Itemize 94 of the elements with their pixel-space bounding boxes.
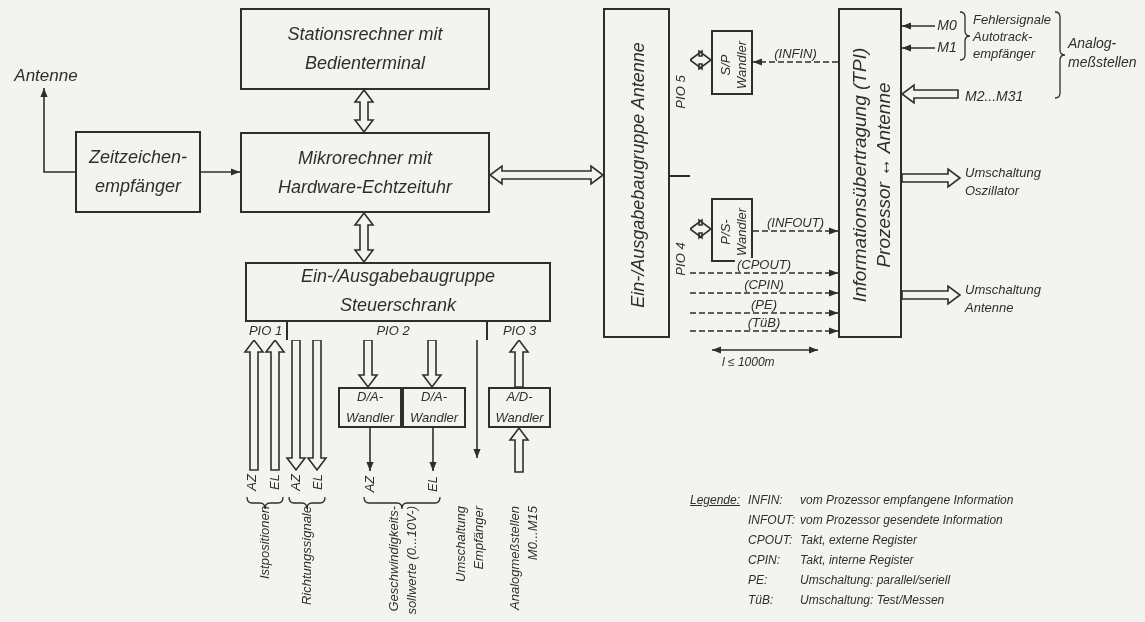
- signal-label: AZ: [361, 475, 378, 493]
- legend-text: Legende:: [690, 492, 742, 509]
- block-box: [711, 30, 753, 95]
- signal-arrow: [689, 327, 839, 335]
- signal-label: Umschaltung Antenne: [965, 281, 1042, 317]
- block-label: PIO 3: [502, 321, 537, 340]
- block-label: PIO 5: [672, 73, 689, 111]
- signal-arrow: [901, 22, 936, 30]
- signal-label: EL: [424, 475, 441, 493]
- bus-arrow: [421, 339, 443, 389]
- signal-label: M1: [937, 37, 957, 57]
- bus-arrow: [900, 83, 959, 105]
- signal-label: EL: [309, 474, 327, 492]
- block-label: Prozessor ↔ Antenne: [872, 81, 895, 270]
- signal-arrow: [429, 427, 437, 472]
- signal-arrow: [752, 58, 839, 66]
- bus-arrow: [508, 338, 530, 388]
- block-label: Ein-/Ausgabebaugruppe Antenne: [626, 41, 649, 310]
- bus-arrow: [285, 339, 307, 472]
- block-label: Zeitzeichen- empfänger: [87, 146, 188, 198]
- bus-arrow: [901, 167, 962, 189]
- signal-label: Umschaltung Oszillator: [965, 164, 1042, 200]
- legend-text: Umschaltung: Test/Messen: [800, 592, 946, 609]
- edge-label: (CPIN): [742, 278, 786, 291]
- bus-arrow: [488, 164, 605, 186]
- signal-label: Analogmeßstellen M0...M15: [506, 506, 541, 610]
- legend-text: Umschaltung: parallel/seriell: [800, 572, 952, 589]
- bus-arrow: [353, 211, 375, 264]
- block-box: [245, 262, 551, 340]
- block-box: [488, 387, 551, 428]
- block-label: PIO 2: [376, 321, 410, 340]
- legend-text: Takt, interne Register: [800, 552, 915, 569]
- signal-label: Richtungssignale: [298, 506, 316, 607]
- signal-arrow: [689, 269, 839, 277]
- signal-label: Antenne: [14, 65, 78, 88]
- block-label: P/S- Wandler: [717, 206, 750, 258]
- legend-text: INFOUT:: [748, 512, 797, 529]
- edge-label: (CPOUT): [734, 258, 794, 271]
- block-label: PIO 1: [248, 321, 283, 340]
- block-box: [603, 8, 690, 338]
- signal-label: M0: [937, 15, 957, 35]
- signal-label: Istpositionen: [256, 506, 274, 581]
- bus-arrow: [243, 338, 265, 471]
- signal-label: Fehlersignale Autotrack- empfänger: [973, 11, 1053, 62]
- signal-label: Geschwindigkeits- sollwerte (0...10V-): [385, 506, 420, 617]
- block-label: PIO 4: [672, 240, 689, 278]
- signal-label: l ≤ 1000m: [722, 354, 776, 371]
- bus-arrow: [264, 338, 286, 471]
- signal-arrow: [366, 427, 374, 472]
- legend-text: CPOUT:: [748, 532, 794, 549]
- block-label: D/A- Wandler: [344, 387, 396, 427]
- signal-arrow: [200, 168, 241, 176]
- block-box: [288, 320, 488, 340]
- block-box: [240, 8, 490, 90]
- signal-arrow: [901, 44, 936, 52]
- block-box: [338, 387, 402, 428]
- edge-label: (INFOUT): [765, 216, 826, 229]
- edge-label: (PE): [749, 298, 779, 311]
- signal-label: M2...M31: [965, 87, 1025, 106]
- block-label: Mikrorechner mit Hardware-Echtzeituhr: [276, 146, 454, 199]
- block-label: Stationsrechner mit Bedienterminal: [286, 23, 444, 75]
- bus-arrow: [508, 426, 530, 473]
- signal-label: AZ: [243, 474, 261, 494]
- signal-arrow: [473, 339, 481, 459]
- block-box: [711, 198, 753, 262]
- legend-text: TüB:: [748, 592, 775, 609]
- signal-arrow: [689, 309, 839, 317]
- block-label: Informationsübertragung (TPI): [848, 46, 872, 305]
- block-label: D/A- Wandler: [408, 387, 460, 427]
- block-label: A/D- Wandler: [494, 387, 545, 427]
- bus-arrow: [901, 284, 962, 306]
- block-box: [402, 387, 466, 428]
- legend-text: vom Prozessor empfangene Information: [800, 492, 1015, 509]
- block-box: [75, 131, 201, 213]
- legend-text: Takt, externe Register: [800, 532, 919, 549]
- legend-text: INFIN:: [748, 492, 784, 509]
- bus-arrow: [306, 339, 328, 472]
- edge-label: (INFIN): [772, 47, 819, 60]
- block-box: [240, 132, 490, 213]
- block-box: [838, 8, 902, 338]
- bus-arrow: [353, 88, 375, 134]
- signal-arrow: [752, 227, 839, 235]
- legend-text: PE:: [748, 572, 769, 589]
- block-label: Ein-/Ausgabebaugruppe Steuerschrank: [299, 265, 497, 317]
- signal-label: EL: [266, 474, 284, 492]
- signal-arrow: [40, 87, 76, 173]
- edge-label: (TüB): [745, 316, 783, 329]
- signal-label: Analog- meßstellen: [1068, 34, 1138, 72]
- signal-label: AZ: [287, 474, 305, 494]
- legend-text: vom Prozessor gesendete Information: [800, 512, 1004, 529]
- signal-arrow: [689, 289, 839, 297]
- legend-text: CPIN:: [748, 552, 781, 569]
- bus-arrow: [357, 339, 379, 389]
- block-label: S/P Wandler: [717, 39, 750, 91]
